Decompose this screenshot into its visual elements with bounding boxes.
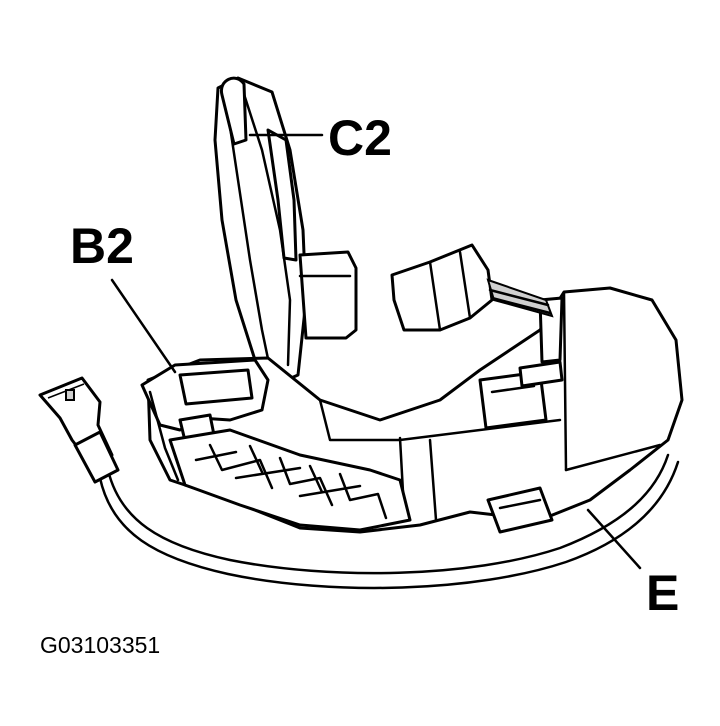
cable-harness	[98, 453, 680, 590]
callout-label-b2: B2	[70, 218, 134, 274]
callout-label-c2: C2	[328, 110, 392, 166]
ribbed-section	[168, 428, 412, 532]
lower-connector	[486, 486, 554, 534]
leader-lines	[110, 133, 642, 570]
plate-c2	[213, 76, 358, 387]
figure-code: G03103351	[40, 632, 161, 658]
left-connector	[38, 376, 120, 484]
top-right-connector	[390, 243, 554, 332]
callout-label-e: E	[646, 565, 680, 621]
